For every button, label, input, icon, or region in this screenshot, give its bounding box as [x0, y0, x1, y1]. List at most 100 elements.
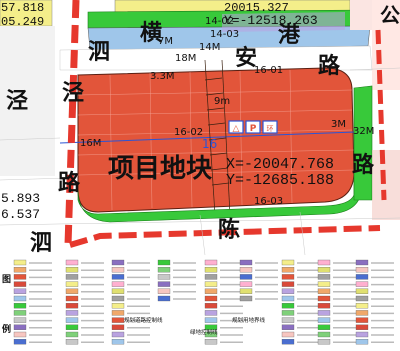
legend-swatch — [317, 259, 331, 266]
legend-swatch — [157, 259, 171, 266]
legend-swatch — [13, 288, 27, 294]
code-16-02: 16-02 — [174, 127, 203, 138]
vertical-hatch-road — [204, 59, 231, 216]
road-char-gong: 公 — [380, 3, 400, 27]
legend-swatch — [13, 259, 27, 266]
legend-swatch — [13, 310, 27, 316]
road-char-si-top: 泗 — [88, 40, 110, 65]
legend-swatch — [355, 281, 369, 287]
legend-swatch — [281, 295, 295, 302]
svg-text:P: P — [250, 124, 257, 134]
recycling-icon — [262, 120, 278, 134]
legend-swatch — [65, 267, 79, 273]
legend-swatch — [65, 288, 79, 294]
legend-swatch — [204, 259, 218, 266]
road-line-left — [64, 0, 80, 246]
legend-swatch — [204, 295, 218, 302]
code-16-01: 16-01 — [254, 65, 283, 76]
legend-swatch — [355, 331, 369, 338]
code-14-02: 14-02 — [205, 16, 234, 27]
road-char-an: 安 — [235, 45, 257, 71]
legend-swatch — [281, 310, 295, 316]
legend-swatch — [239, 288, 253, 294]
background-roads — [0, 67, 400, 256]
legend-swatch — [281, 274, 295, 280]
legend-swatch — [281, 331, 295, 338]
legend-swatch — [204, 317, 218, 323]
legend: 图 例 规划道路控制线 绿地控制线 规划用地界线 — [0, 255, 400, 351]
road-char-lu-right: 路 — [352, 152, 375, 178]
legend-swatch — [317, 331, 331, 338]
legend-swatch — [204, 331, 218, 338]
legend-swatch — [317, 274, 331, 280]
legend-swatch — [65, 295, 79, 302]
coord-top-left-1: 57.818 — [1, 1, 44, 15]
legend-swatches — [13, 259, 394, 345]
legend-swatch — [204, 339, 218, 345]
legend-swatch — [317, 339, 331, 345]
legend-swatch — [111, 295, 125, 302]
legend-swatch — [111, 259, 125, 266]
width-14m: 14M — [199, 42, 220, 53]
width-9m: 9m — [214, 96, 230, 107]
legend-swatch — [204, 324, 218, 330]
legend-swatch — [281, 303, 295, 309]
legend-swatch — [239, 295, 253, 302]
coord-top-left-2: 05.249 — [1, 15, 44, 29]
road-char-heng: 横 — [140, 21, 162, 46]
legend-swatch — [281, 259, 295, 266]
legend-swatch — [317, 324, 331, 330]
legend-swatch — [13, 339, 27, 345]
road-char-chen: 陈 — [218, 217, 240, 243]
legend-swatch — [281, 339, 295, 345]
project-coord-x: X=-20047.768 — [226, 156, 334, 173]
legend-swatch — [111, 288, 125, 294]
road-char-jing-left: 泾 — [6, 89, 28, 114]
legend-swatch — [65, 303, 79, 309]
legend-swatch — [65, 317, 79, 323]
coord-top-right: Y=-12518.263 — [224, 13, 318, 28]
blue-boundary-line — [59, 131, 356, 144]
legend-swatch — [13, 295, 27, 302]
purple-strip — [222, 12, 345, 32]
legend-swatch — [317, 288, 331, 294]
road-line-right — [375, 29, 387, 201]
width-3m: 3M — [331, 119, 346, 130]
legend-swatch — [355, 324, 369, 330]
parcel-right-strip — [372, 0, 400, 90]
legend-swatch — [65, 274, 79, 280]
coord-top-right-partial: 20015.327 — [224, 1, 289, 15]
legend-note-2: 绿地控制线 — [190, 328, 218, 336]
legend-background — [0, 255, 400, 351]
legend-swatch — [204, 267, 218, 273]
width-7m: 7M — [158, 36, 173, 47]
legend-swatch — [204, 274, 218, 280]
legend-note-3: 规划用地界线 — [232, 316, 266, 324]
legend-swatch — [13, 303, 27, 309]
legend-title-1: 图 — [2, 274, 11, 285]
legend-swatch — [317, 310, 331, 316]
parcel-hatching — [77, 69, 355, 211]
parcel-top-left — [0, 0, 53, 27]
svg-text:△: △ — [233, 124, 240, 134]
legend-swatch — [111, 274, 125, 280]
parcel-number: 16 — [202, 137, 217, 151]
legend-swatch — [13, 274, 27, 280]
legend-swatch — [13, 331, 27, 338]
left-road-area — [0, 26, 55, 176]
legend-swatch — [355, 259, 369, 266]
road-char-lu-top: 路 — [318, 53, 341, 79]
legend-swatch — [111, 310, 125, 316]
legend-swatch — [239, 259, 253, 266]
legend-swatch — [111, 317, 125, 323]
legend-swatch — [355, 288, 369, 294]
legend-swatch — [65, 331, 79, 338]
legend-swatch — [111, 324, 125, 330]
legend-swatch — [204, 288, 218, 294]
legend-swatch — [281, 324, 295, 330]
legend-swatch — [317, 281, 331, 287]
green-strip-right — [353, 85, 373, 201]
legend-note-1: 规划道路控制线 — [124, 316, 163, 324]
svg-text:环: 环 — [267, 125, 274, 133]
legend-swatch — [355, 303, 369, 309]
